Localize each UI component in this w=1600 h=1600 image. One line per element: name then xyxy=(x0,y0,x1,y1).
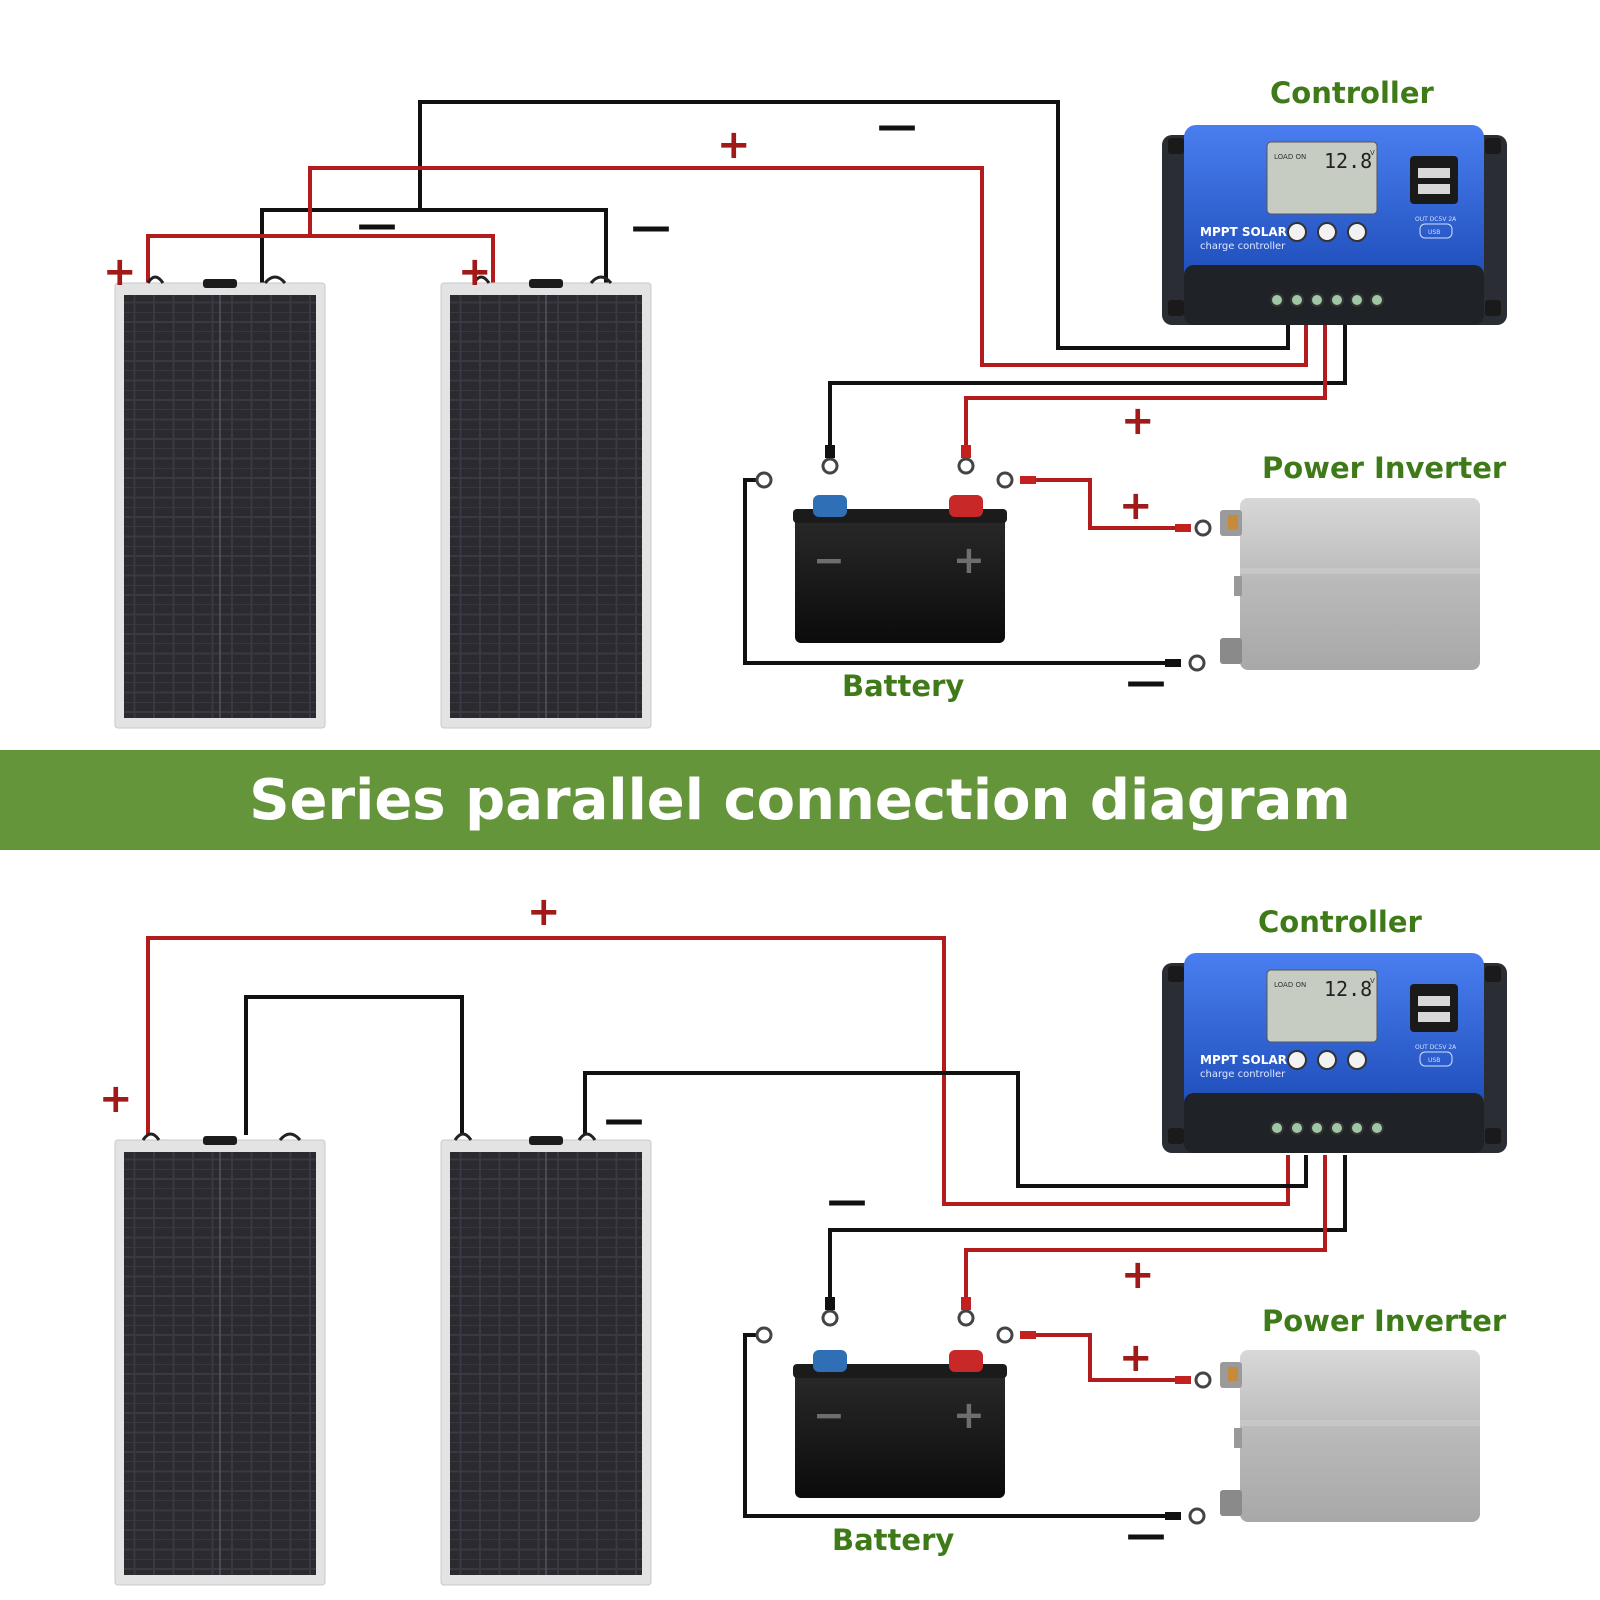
inverter-negative-wire xyxy=(743,1333,1170,1518)
controller-brand: MPPT SOLAR xyxy=(1200,225,1287,239)
lcd-load-text: LOAD ON xyxy=(1274,981,1306,989)
controller-label: Controller xyxy=(1258,905,1422,939)
power-inverter xyxy=(1220,1350,1480,1522)
wiring xyxy=(146,100,1347,665)
main-plus-sign: + xyxy=(527,889,561,935)
series-link-wire xyxy=(244,995,464,1135)
inverter-positive-wire xyxy=(1020,1333,1180,1382)
controller-label: Controller xyxy=(1270,76,1434,110)
negative-panel-bridge-wire xyxy=(260,208,608,283)
battery: − + xyxy=(793,495,1007,643)
ring-connectors xyxy=(755,1309,1212,1525)
battery-plus-sign: + xyxy=(1121,1252,1155,1298)
battery-label: Battery xyxy=(832,1523,954,1557)
usb-label: USB xyxy=(1428,229,1440,236)
controller-brand: MPPT SOLAR xyxy=(1200,1053,1287,1067)
lcd-unit: V xyxy=(1370,977,1375,985)
battery-positive-mark: + xyxy=(953,1393,985,1437)
positive-main-wire xyxy=(308,166,1308,367)
lcd-voltage: 12.8 xyxy=(1324,149,1372,173)
usb-label: USB xyxy=(1428,1057,1440,1064)
negative-main-wire xyxy=(418,100,1290,350)
charge-controller: LOAD ON 12.8 V MPPT SOLAR charge control… xyxy=(1162,953,1507,1153)
battery-negative-wire xyxy=(828,1155,1347,1297)
positive-panel-bridge-wire xyxy=(146,234,495,283)
controller-button-2[interactable] xyxy=(1317,1050,1337,1070)
inverter-minus-sign: — xyxy=(1126,659,1166,705)
controller-subtitle: charge controller xyxy=(1200,241,1286,252)
inverter-plus-sign: + xyxy=(1119,1335,1153,1381)
battery-minus-sign: — xyxy=(827,1178,867,1224)
bridge-minus-sign: — xyxy=(357,202,397,248)
inverter-minus-sign: — xyxy=(1126,1512,1166,1558)
panel1-plus-sign: + xyxy=(99,1076,133,1122)
solar-panel-1 xyxy=(114,275,326,729)
battery-plus-sign: + xyxy=(1121,398,1155,444)
inverter-label: Power Inverter xyxy=(1262,451,1507,485)
title-banner: Series parallel connection diagram xyxy=(0,750,1600,850)
inverter-plus-sign: + xyxy=(1119,483,1153,529)
inverter-positive-wire xyxy=(1020,478,1180,530)
solar-panel-1 xyxy=(114,1132,326,1586)
panel1-plus-sign: + xyxy=(103,249,137,295)
panel2-minus-sign: — xyxy=(604,1097,644,1143)
lcd-voltage: 12.8 xyxy=(1324,977,1372,1001)
diagram-title: Series parallel connection diagram xyxy=(249,767,1351,833)
ring-connectors xyxy=(755,457,1212,672)
lcd-load-text: LOAD ON xyxy=(1274,153,1306,161)
main-minus-sign: — xyxy=(877,103,917,149)
usb-spec: OUT DC5V 2A xyxy=(1415,216,1457,223)
controller-terminals xyxy=(1270,293,1384,307)
solar-panel-2 xyxy=(440,1132,652,1586)
usb-spec: OUT DC5V 2A xyxy=(1415,1044,1457,1051)
wiring xyxy=(146,936,1347,1518)
controller-button-2[interactable] xyxy=(1317,222,1337,242)
battery: − + xyxy=(793,1350,1007,1498)
panel2-plus-sign: + xyxy=(458,249,492,295)
controller-button-3[interactable] xyxy=(1347,222,1367,242)
controller-terminals xyxy=(1270,1121,1384,1135)
inverter-label: Power Inverter xyxy=(1262,1304,1507,1338)
series-connection-diagram: LOAD ON 12.8 V MPPT SOLAR charge control… xyxy=(99,889,1507,1586)
controller-button-3[interactable] xyxy=(1347,1050,1367,1070)
battery-positive-wire xyxy=(964,1155,1327,1297)
controller-button-1[interactable] xyxy=(1287,222,1307,242)
power-inverter xyxy=(1220,498,1480,670)
battery-negative-mark: − xyxy=(813,538,845,582)
battery-negative-mark: − xyxy=(813,1393,845,1437)
controller-button-1[interactable] xyxy=(1287,1050,1307,1070)
charge-controller: LOAD ON 12.8 V MPPT SOLAR charge control… xyxy=(1162,125,1507,325)
parallel-connection-diagram: LOAD ON 12.8 V MPPT SOLAR charge control… xyxy=(103,76,1507,729)
lcd-unit: V xyxy=(1370,149,1375,157)
battery-label: Battery xyxy=(842,669,964,703)
panel2-minus-sign: — xyxy=(631,204,671,250)
battery-positive-wire xyxy=(964,325,1327,445)
battery-negative-wire xyxy=(828,325,1347,445)
inverter-negative-wire xyxy=(743,478,1170,665)
negative-main-wire xyxy=(583,1071,1308,1188)
solar-panel-2 xyxy=(440,275,652,729)
controller-subtitle: charge controller xyxy=(1200,1069,1286,1080)
main-plus-sign: + xyxy=(717,122,751,168)
battery-positive-mark: + xyxy=(953,538,985,582)
